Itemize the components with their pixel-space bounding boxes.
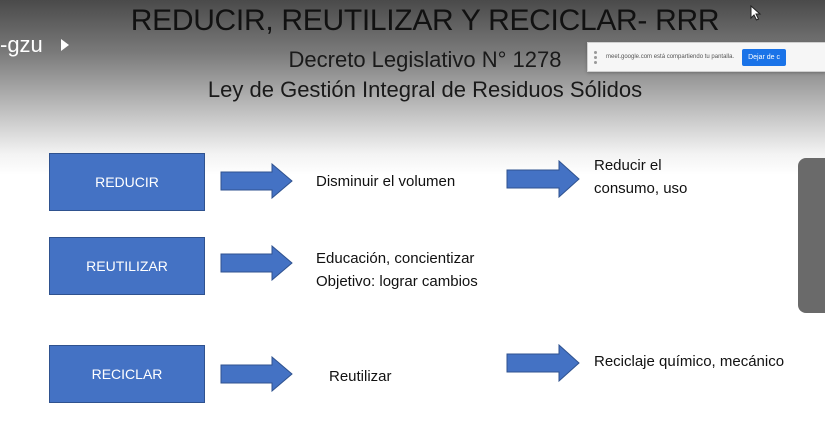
screen-share-notification-bar: meet.google.com está compartiendo tu pan…: [587, 42, 825, 72]
meeting-code-text: -gzu: [0, 32, 43, 57]
objective-label: Objetivo: [316, 273, 372, 290]
top-shade: [0, 0, 825, 175]
side-panel-tab[interactable]: [798, 158, 825, 313]
box-reducir-label: REDUCIR: [95, 174, 159, 190]
arrow-right-icon: [220, 163, 293, 199]
box-reducir: REDUCIR: [49, 153, 205, 211]
slide-title: REDUCIR, REUTILIZAR Y RECICLAR- RRR: [130, 4, 720, 37]
stop-sharing-button[interactable]: Dejar de c: [742, 48, 786, 66]
box-reciclar-label: RECICLAR: [91, 366, 163, 382]
reducir-right-line1: Reducir el: [594, 157, 662, 174]
meeting-code-control[interactable]: -gzu: [0, 32, 69, 58]
chevron-right-icon: [60, 39, 69, 51]
share-message: meet.google.com está compartiendo tu pan…: [606, 54, 735, 60]
reciclar-right-text: Reciclaje químico, mecánico: [594, 353, 785, 370]
reciclar-middle-text: Reutilizar: [329, 368, 392, 385]
drag-handle-icon[interactable]: [594, 50, 602, 64]
arrow-right-icon: [220, 356, 293, 392]
box-reutilizar-label: REUTILIZAR: [86, 258, 168, 274]
reducir-right-line2: consumo, uso: [594, 180, 688, 197]
objective-text: : lograr cambios: [371, 273, 478, 290]
slide-subtitle-decree: Decreto Legislativo N° 1278: [288, 47, 562, 72]
box-reciclar: RECICLAR: [49, 345, 205, 403]
reutilizar-middle-line2: Objetivo: lograr cambios: [316, 270, 478, 293]
reducir-middle-text: Disminuir el volumen: [316, 173, 456, 190]
mouse-cursor-icon: [750, 5, 762, 21]
box-reutilizar: REUTILIZAR: [49, 237, 205, 295]
arrow-right-icon: [506, 160, 580, 198]
reutilizar-middle-text: Educación, concientizar Objetivo: lograr…: [316, 247, 478, 293]
reducir-right-text: Reducir el consumo, uso: [594, 154, 687, 200]
arrow-right-icon: [220, 245, 293, 281]
arrow-right-icon: [506, 344, 580, 382]
reutilizar-middle-line1: Educación, concientizar: [316, 250, 475, 267]
slide-subtitle-law: Ley de Gestión Integral de Residuos Sóli…: [207, 77, 643, 102]
